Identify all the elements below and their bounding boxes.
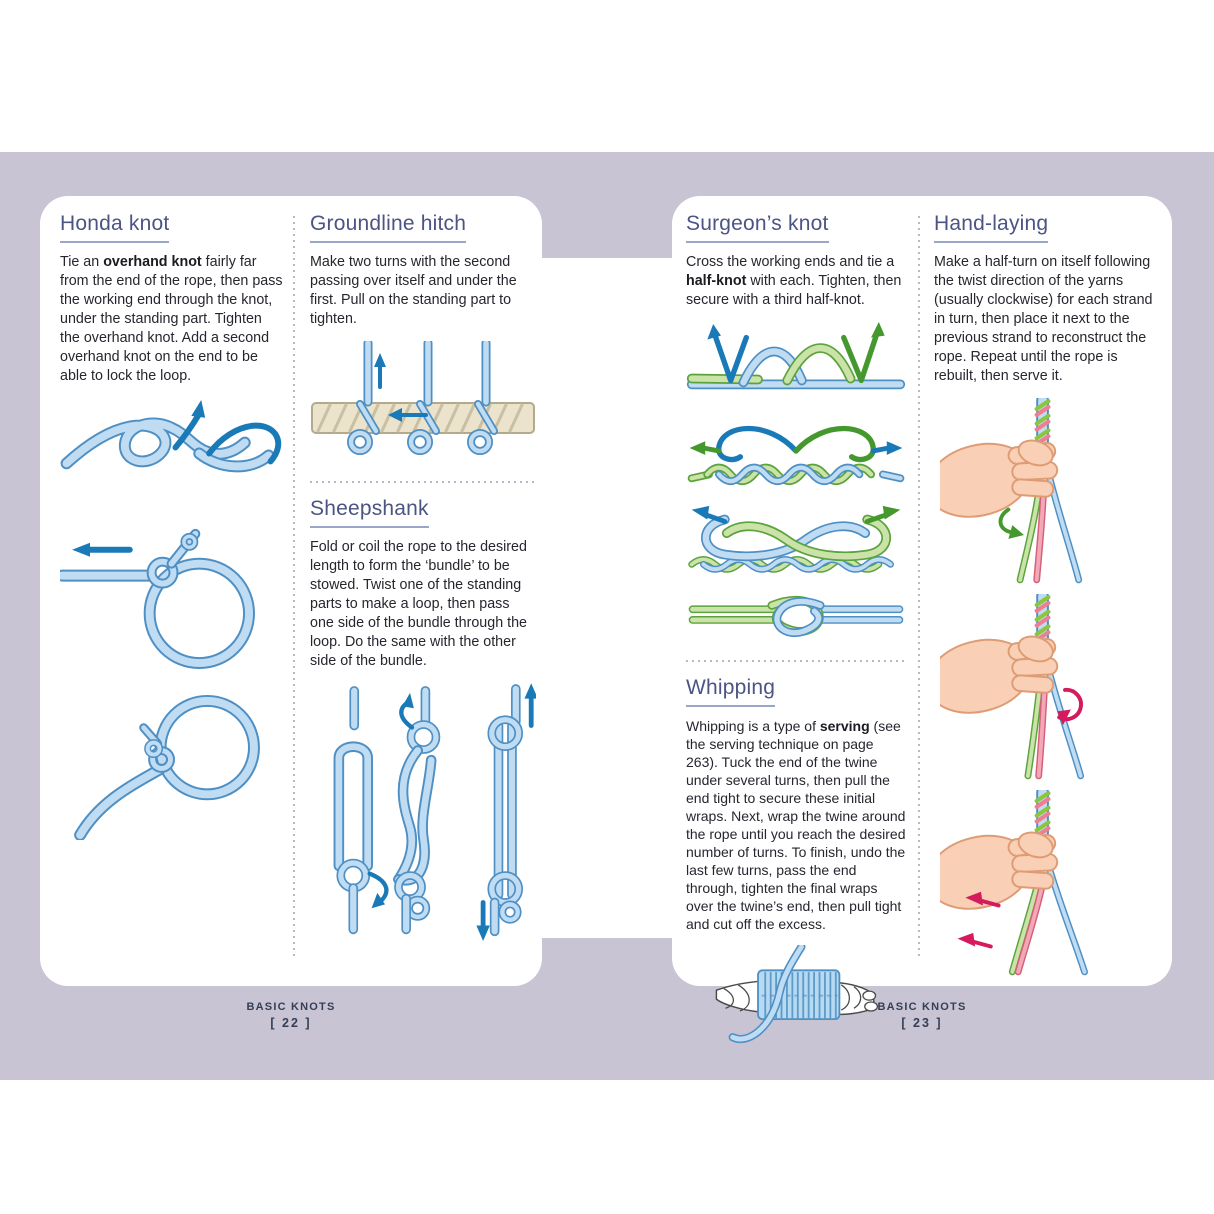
honda-knot-step-3-illustration [74,694,260,840]
sheepshank-paragraph: Fold or coil the rope to the desired len… [310,539,528,669]
hand [940,635,1059,714]
right-page-column-1: Surgeon’s knot Cross the working ends an… [686,212,906,1059]
hand [940,439,1059,518]
footer-right: BASIC KNOTS [ 23 ] [672,1001,1172,1030]
honda-knot-step-2-illustration [60,528,255,670]
surgeons-knot-step-2-illustration [687,425,905,486]
page-left [40,196,542,986]
hand-laying-paragraph: Make a half-turn on itself following the… [934,254,1153,384]
left-page-column-2: Groundline hitch Make two turns with the… [310,212,536,955]
page-gutter [530,258,684,938]
footer-left-label: BASIC KNOTS [246,1001,336,1013]
left-page-column-1: Honda knot Tie an overhand knot fairly f… [60,212,284,850]
section-title-honda-knot: Honda knot [60,212,170,243]
left-page-column-separator [293,216,295,960]
section-title-sheepshank: Sheepshank [310,497,429,528]
surgeons-knot-step-4-illustration [688,595,904,638]
section-divider [686,660,906,662]
groundline-hitch-illustration [311,341,535,455]
hand-laying-step-3-illustration [940,790,1088,976]
right-page-column-separator [918,216,920,960]
whipping-illustration [715,945,879,1044]
honda-knot-step-1-illustration [60,399,282,473]
sheepshank-steps-illustration [333,683,536,941]
section-divider [310,481,536,483]
section-title-whipping: Whipping [686,676,776,707]
section-title-groundline-hitch: Groundline hitch [310,212,467,243]
hand [940,831,1059,910]
footer-left-page-number: [ 22 ] [270,1016,312,1030]
groundline-hitch-paragraph: Make two turns with the second passing o… [310,254,517,327]
surgeons-knot-paragraph: Cross the working ends and tie a half-kn… [686,254,902,308]
honda-knot-paragraph: Tie an overhand knot fairly far from the… [60,254,283,384]
surgeons-knot-step-1-illustration [686,322,906,390]
footer-right-label: BASIC KNOTS [877,1001,967,1013]
page-right [672,196,1172,986]
hand-laying-step-2-illustration [940,594,1085,780]
section-title-hand-laying: Hand-laying [934,212,1049,243]
whipping-paragraph: Whipping is a type of serving (see the s… [686,718,906,932]
hand-laying-step-1-illustration [940,398,1083,584]
footer-left: BASIC KNOTS [ 22 ] [40,1001,542,1030]
surgeons-knot-step-3-illustration [688,505,901,573]
section-title-surgeons-knot: Surgeon’s knot [686,212,829,243]
footer-right-page-number: [ 23 ] [901,1016,943,1030]
right-page-column-2: Hand-laying Make a half-turn on itself f… [934,212,1156,986]
